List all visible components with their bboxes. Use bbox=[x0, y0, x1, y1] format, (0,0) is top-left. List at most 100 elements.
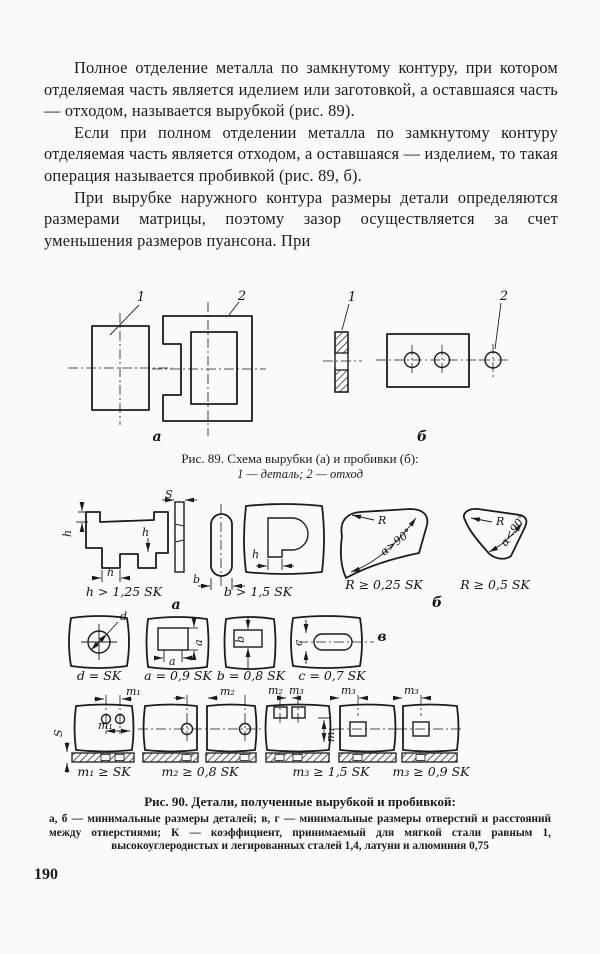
fig89-sublabel-a: а bbox=[152, 429, 161, 445]
fig90-row-v: d d = SK a a a = 0,9 SK b b = 0,8 SK bbox=[68, 610, 387, 683]
dim-m1-plate3: m₁ bbox=[324, 727, 337, 742]
fig89-pierced-plate bbox=[386, 333, 470, 388]
paragraph-2: Если при полном отделении металла по зам… bbox=[44, 122, 558, 185]
fig89-strip-hatch-top bbox=[334, 331, 349, 354]
fig90-spacing-plate-4 bbox=[339, 703, 397, 753]
fig90-radius-part-1 bbox=[339, 508, 429, 579]
scrap-strip-2b bbox=[205, 752, 257, 763]
dim-h-cutout: h bbox=[252, 548, 259, 561]
fig89-sublabel-b: б bbox=[417, 429, 427, 445]
spacing-hole-2a bbox=[180, 722, 194, 736]
dim-m3-plate3: m₃ bbox=[289, 684, 304, 697]
fig90-plate-square-hole bbox=[145, 616, 210, 670]
spacing-hole-3a bbox=[273, 706, 288, 719]
rect-hole bbox=[233, 629, 263, 648]
dim-h-bottom: h bbox=[107, 566, 114, 579]
fig90-spacing-plate-2b bbox=[206, 703, 258, 753]
fig89-part-blank bbox=[91, 325, 150, 411]
fig89-callout-2a: 2 bbox=[237, 289, 246, 304]
spacing-hole-2b bbox=[238, 722, 252, 736]
fig89-callout-1a: 1 bbox=[137, 290, 145, 305]
angle-gt-90: α>90° bbox=[378, 526, 414, 559]
fig90-narrow-strip bbox=[174, 501, 185, 573]
fig90-sublabel-a: а bbox=[171, 597, 180, 613]
fig90-stepped-part bbox=[85, 511, 169, 569]
page-number: 190 bbox=[34, 866, 58, 883]
fig90-spacing-plate-3 bbox=[264, 703, 332, 753]
dim-h-left: h bbox=[61, 530, 74, 537]
limit-b: b > 1,5 SK bbox=[224, 584, 293, 599]
limit-d: d = SK bbox=[77, 668, 122, 683]
figure-90-drawing: h h h h > 1,25 SK S b b > 1,5 SK bbox=[52, 488, 530, 779]
fig89-caption-legend: 1 — деталь; 2 — отход bbox=[237, 467, 363, 481]
limit-m1: m₁ ≥ SK bbox=[77, 764, 131, 779]
dim-b-hole: b bbox=[234, 636, 247, 643]
fig90-row-a: h h h h > 1,25 SK S b b > 1,5 SK bbox=[61, 488, 325, 613]
dim-c: c bbox=[292, 640, 305, 646]
dim-m3-plate4: m₃ bbox=[341, 684, 356, 697]
dim-h-notch: h bbox=[142, 526, 149, 539]
dim-a-vert: a bbox=[192, 639, 205, 646]
limit-a: a = 0,9 SK bbox=[144, 668, 212, 683]
fig90-row-b: R α>90° R ≥ 0,25 SK R α<90° R ≥ 0,5 SK б bbox=[339, 507, 530, 611]
dim-s-strip: S bbox=[52, 729, 65, 737]
limit-m3b: m₃ ≥ 0,9 SK bbox=[392, 764, 470, 779]
fig90-plate-rect-hole bbox=[223, 616, 277, 670]
limit-m3a: m₃ ≥ 1,5 SK bbox=[292, 764, 370, 779]
fig90-p-plate bbox=[243, 503, 325, 575]
fig89-caption-title: Рис. 89. Схема вырубки (а) и пробивки (б… bbox=[181, 451, 419, 466]
fig90-sublabel-b: б bbox=[432, 595, 442, 611]
spacing-hole-3b bbox=[291, 706, 306, 719]
fig90-oval-part bbox=[210, 513, 233, 577]
fig90-caption-title: Рис. 90. Детали, полученные вырубкой и п… bbox=[144, 794, 456, 809]
fig90-caption-legend: а, б — минимальные размеры деталей; в, г… bbox=[49, 813, 551, 853]
fig89-scrap-hole bbox=[190, 331, 238, 405]
figure-89-drawing: 1 2 а 1 2 б bbox=[68, 289, 508, 445]
fig89-strip-hatch-bottom bbox=[334, 369, 349, 393]
fig90-plate-round-hole bbox=[68, 615, 130, 669]
fig89-piercing-group: 1 2 б bbox=[323, 289, 508, 445]
limit-r2: R ≥ 0,5 SK bbox=[459, 577, 530, 592]
dim-s: S bbox=[165, 488, 173, 501]
dim-m3-plate5: m₃ bbox=[404, 684, 419, 697]
dim-b: b bbox=[193, 573, 200, 586]
dim-r2: R bbox=[495, 515, 504, 528]
limit-m2: m₂ ≥ 0,8 SK bbox=[161, 764, 239, 779]
fig90-p-cutout bbox=[267, 517, 309, 558]
fig90-radius-part-2 bbox=[463, 507, 528, 560]
fig89-hole-1 bbox=[403, 351, 421, 369]
fig90-plate-slot-hole bbox=[290, 615, 363, 669]
fig89-scrap-frame bbox=[162, 315, 253, 422]
limit-c: c = 0,7 SK bbox=[298, 668, 366, 683]
dim-d: d bbox=[120, 610, 127, 623]
fig90-spacing-plate-1 bbox=[73, 703, 135, 753]
scrap-strip-5 bbox=[401, 752, 458, 763]
dim-m2-plate3: m₂ bbox=[268, 684, 283, 697]
fig89-blanking-group: 1 2 а bbox=[68, 289, 266, 445]
dim-r1: R bbox=[377, 514, 386, 527]
spacing-hole-1a bbox=[100, 713, 112, 725]
spacing-hole-1b bbox=[114, 713, 126, 725]
limit-r1: R ≥ 0,25 SK bbox=[344, 577, 423, 592]
scrap-strip-4 bbox=[338, 752, 397, 763]
square-hole bbox=[157, 627, 189, 651]
fig90-caption: Рис. 90. Детали, полученные вырубкой и п… bbox=[40, 794, 560, 854]
fig90-spacing-plate-5 bbox=[402, 703, 460, 753]
dim-m1-low: m₁ bbox=[98, 719, 113, 732]
dim-a-horiz: a bbox=[169, 655, 176, 668]
fig89-strip-section bbox=[334, 331, 349, 393]
dim-m1-top: m₁ bbox=[126, 685, 141, 698]
fig89-callout-2b: 2 bbox=[499, 289, 508, 304]
fig90-row-g: m₁ m₁ S m₁ ≥ SK m₂ m₂ ≥ 0,8 SK bbox=[52, 684, 470, 779]
limit-b2: b = 0,8 SK bbox=[217, 668, 286, 683]
paragraph-1: Полное отделение металла по замкнутому к… bbox=[44, 58, 558, 121]
fig90-spacing-plate-2a bbox=[142, 703, 198, 753]
scrap-strip-2a bbox=[142, 752, 199, 763]
paragraph-3: При вырубке наружного контура размеры де… bbox=[44, 187, 558, 250]
limit-h: h > 1,25 SK bbox=[86, 584, 163, 599]
fig89-caption: Рис. 89. Схема вырубки (а) и пробивки (б… bbox=[40, 451, 560, 482]
fig89-callout-1b: 1 bbox=[348, 290, 356, 305]
dim-m2: m₂ bbox=[220, 685, 235, 698]
round-hole bbox=[87, 630, 111, 654]
